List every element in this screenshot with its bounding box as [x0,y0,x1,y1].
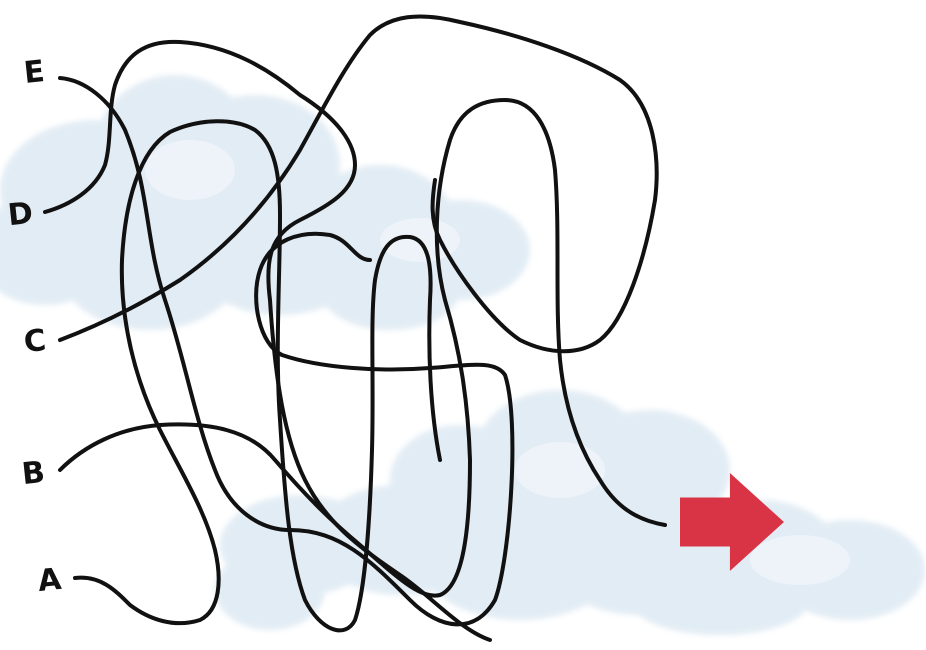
line-a[interactable] [75,121,440,630]
label-b: B [20,458,46,490]
line-b[interactable] [60,100,665,596]
label-a: A [36,565,62,597]
right-arrow-icon [680,473,784,571]
line-c[interactable] [60,16,657,351]
label-e: E [22,57,46,89]
label-c: C [22,326,47,358]
arrow-fill [680,473,784,571]
label-d: D [7,199,35,231]
